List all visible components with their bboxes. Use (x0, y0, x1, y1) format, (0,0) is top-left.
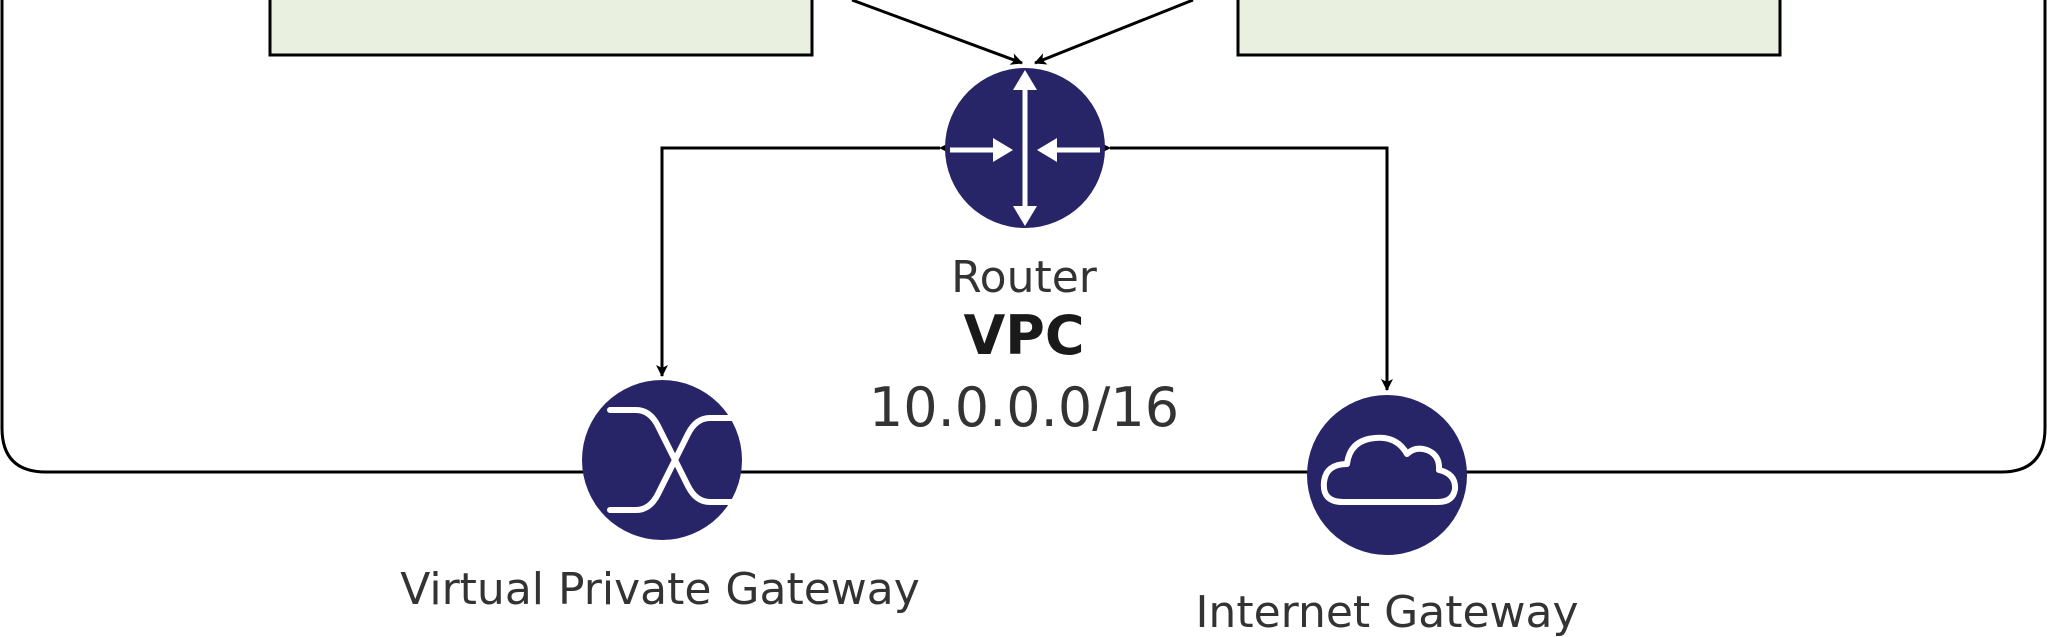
vpc-container (0, 0, 2047, 474)
connector-left-subnet-router (851, 0, 1023, 65)
igw-label: Internet Gateway (1195, 587, 1578, 637)
vpg-label: Virtual Private Gateway (400, 564, 920, 615)
subnet-box-right[interactable] (1236, 0, 1782, 57)
router-label: Router (951, 252, 1098, 303)
connector-right-subnet-router (1034, 0, 1194, 65)
vpc-cidr: 10.0.0.0/16 (869, 376, 1179, 439)
connector-router-igw (1099, 142, 1393, 391)
vpc-title: VPC (964, 304, 1085, 367)
connector-router-vpg (656, 142, 951, 377)
router-icon[interactable] (945, 68, 1105, 228)
subnet-box-left[interactable] (268, 0, 814, 57)
vpn-gateway-icon[interactable] (582, 380, 742, 540)
cloud-icon[interactable] (1307, 395, 1467, 555)
